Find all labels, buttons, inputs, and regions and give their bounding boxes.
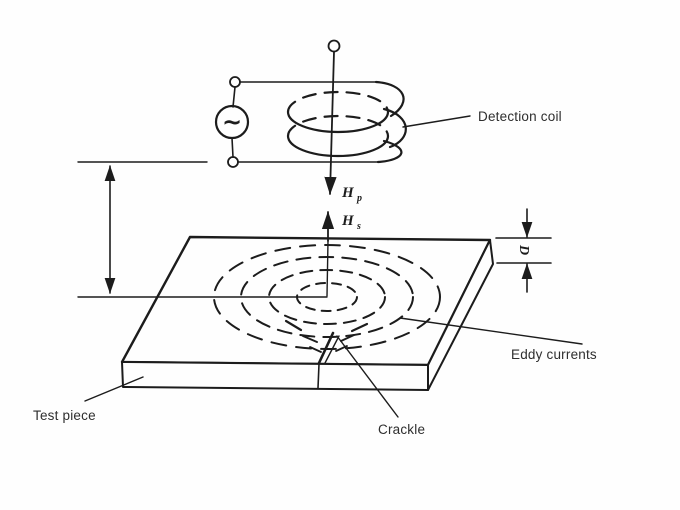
eddy-loop-4 xyxy=(213,244,441,350)
h-primary-label: H xyxy=(341,185,355,201)
eddy-loop-3 xyxy=(240,256,414,338)
leader-test-piece xyxy=(84,376,144,402)
eddy-currents-label: Eddy currents xyxy=(511,347,597,362)
ac-source-circle xyxy=(214,104,250,140)
primary-field-arrow xyxy=(324,51,337,195)
coil-turn1-front xyxy=(286,110,390,134)
eddy-loop-1 xyxy=(296,282,358,312)
test-piece-slab xyxy=(120,235,494,391)
h-secondary-label: H xyxy=(341,213,355,229)
coil-turn2-front xyxy=(286,134,390,158)
coil-connector-bottom xyxy=(376,139,403,164)
thickness-dimension: D xyxy=(495,208,552,293)
leader-eddy-currents xyxy=(399,317,583,345)
eddy-current-loops xyxy=(213,244,441,353)
crack-front-face-line xyxy=(317,363,320,389)
detection-coil xyxy=(286,80,407,164)
leader-detection-coil xyxy=(402,115,471,128)
coil-connector-top xyxy=(374,80,405,118)
leader-lines xyxy=(84,115,583,418)
crackle-label: Crackle xyxy=(378,422,425,437)
axis-top-circle xyxy=(327,39,341,53)
test-piece-label: Test piece xyxy=(33,408,96,423)
slab-front-face xyxy=(121,361,429,391)
axis-and-fields: H p H s xyxy=(321,39,362,297)
ac-source-icon: ~ xyxy=(222,108,242,136)
h-secondary-subscript: s xyxy=(356,221,361,232)
thickness-label: D xyxy=(516,244,531,255)
wire-source-top xyxy=(232,86,236,108)
text-labels: Detection coil Eddy currents Test piece … xyxy=(33,109,597,437)
coil-turn2-back xyxy=(286,114,390,138)
leader-crackle xyxy=(336,335,399,418)
slab-right-face xyxy=(427,239,494,391)
crack xyxy=(317,331,340,389)
terminal-top xyxy=(229,76,241,88)
crack-edge-right xyxy=(324,335,340,364)
slab-top-face xyxy=(120,235,492,367)
coil-turn1-back xyxy=(286,90,390,114)
h-primary-subscript: p xyxy=(356,193,362,204)
wire-source-bottom xyxy=(231,137,234,158)
crack-edge-left xyxy=(317,331,335,365)
terminal-bottom xyxy=(227,156,239,168)
detection-coil-label: Detection coil xyxy=(478,109,562,124)
excitation-circuit: ~ xyxy=(214,76,379,168)
axis-lower-line xyxy=(326,240,329,297)
lift-off-dimension xyxy=(77,161,328,298)
